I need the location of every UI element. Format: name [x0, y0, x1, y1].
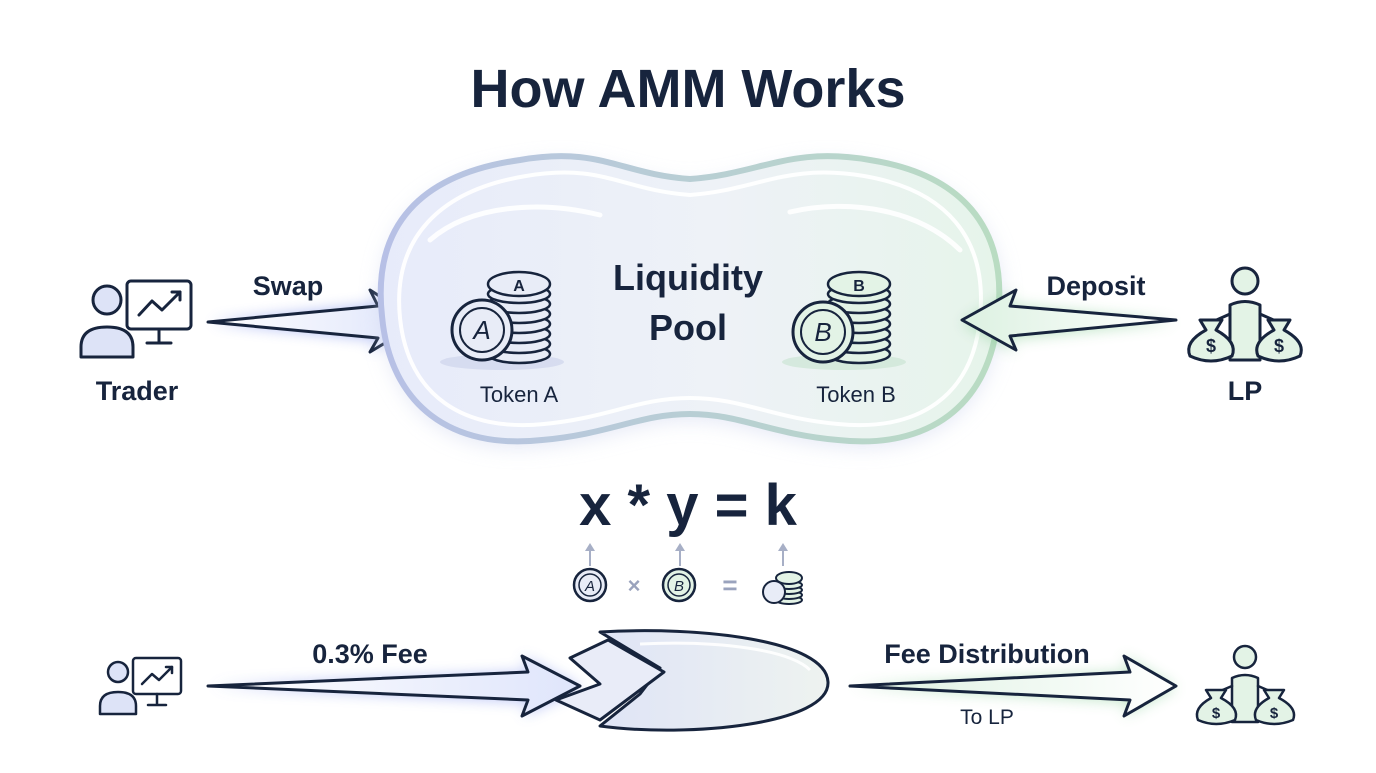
fee-pool-disc [554, 629, 830, 732]
token-b-coin-stack-icon [782, 270, 906, 370]
pool-title-line-2: Pool [649, 307, 727, 348]
formula-coin-stack-icon [762, 571, 803, 605]
token-a-label: Token A [480, 382, 559, 407]
lp-bag-left-dollar: $ [1206, 336, 1216, 356]
token-a-stack-symbol: A [513, 278, 525, 295]
token-a-coin-stack-icon [440, 270, 564, 370]
fee-distribution-label: Fee Distribution [884, 639, 1090, 669]
formula-token-b-icon [661, 567, 697, 603]
fee-lp-bag-right-dollar: $ [1270, 705, 1279, 722]
token-b-stack-symbol: B [853, 278, 865, 295]
fee-arrow [206, 654, 582, 718]
token-b-coin-symbol: B [814, 317, 831, 347]
liquidity-pool [377, 153, 1003, 448]
deposit-label: Deposit [1046, 271, 1145, 301]
fee-lp-icon [1195, 644, 1296, 726]
token-b-label: Token B [816, 382, 896, 407]
pool-title-line-1: Liquidity [613, 257, 763, 298]
trader-label: Trader [96, 376, 179, 406]
lp-bag-right-dollar: $ [1274, 336, 1284, 356]
fee-label: 0.3% Fee [312, 639, 428, 669]
swap-label: Swap [253, 271, 324, 301]
lp-label: LP [1228, 376, 1263, 406]
formula-text: x * y = k [579, 473, 797, 538]
person-money-bags-icon [1187, 266, 1303, 363]
page-title: How AMM Works [470, 59, 905, 119]
deposit-arrow [960, 288, 1178, 353]
formula-pointer-arrows [585, 543, 788, 566]
trader-monitor-chart-icon [79, 279, 193, 359]
to-lp-label: To LP [960, 706, 1014, 729]
formula-equals-sign: = [722, 570, 737, 600]
token-a-coin-symbol: A [471, 315, 490, 345]
formula-token-b-symbol: B [674, 578, 684, 595]
formula-token-a-icon [572, 567, 608, 603]
formula-times-sign: × [628, 573, 641, 598]
formula-token-a-symbol: A [584, 578, 595, 595]
fee-distribution-arrow [848, 654, 1178, 718]
fee-lp-bag-left-dollar: $ [1212, 705, 1221, 722]
fee-trader-icon [98, 656, 183, 716]
